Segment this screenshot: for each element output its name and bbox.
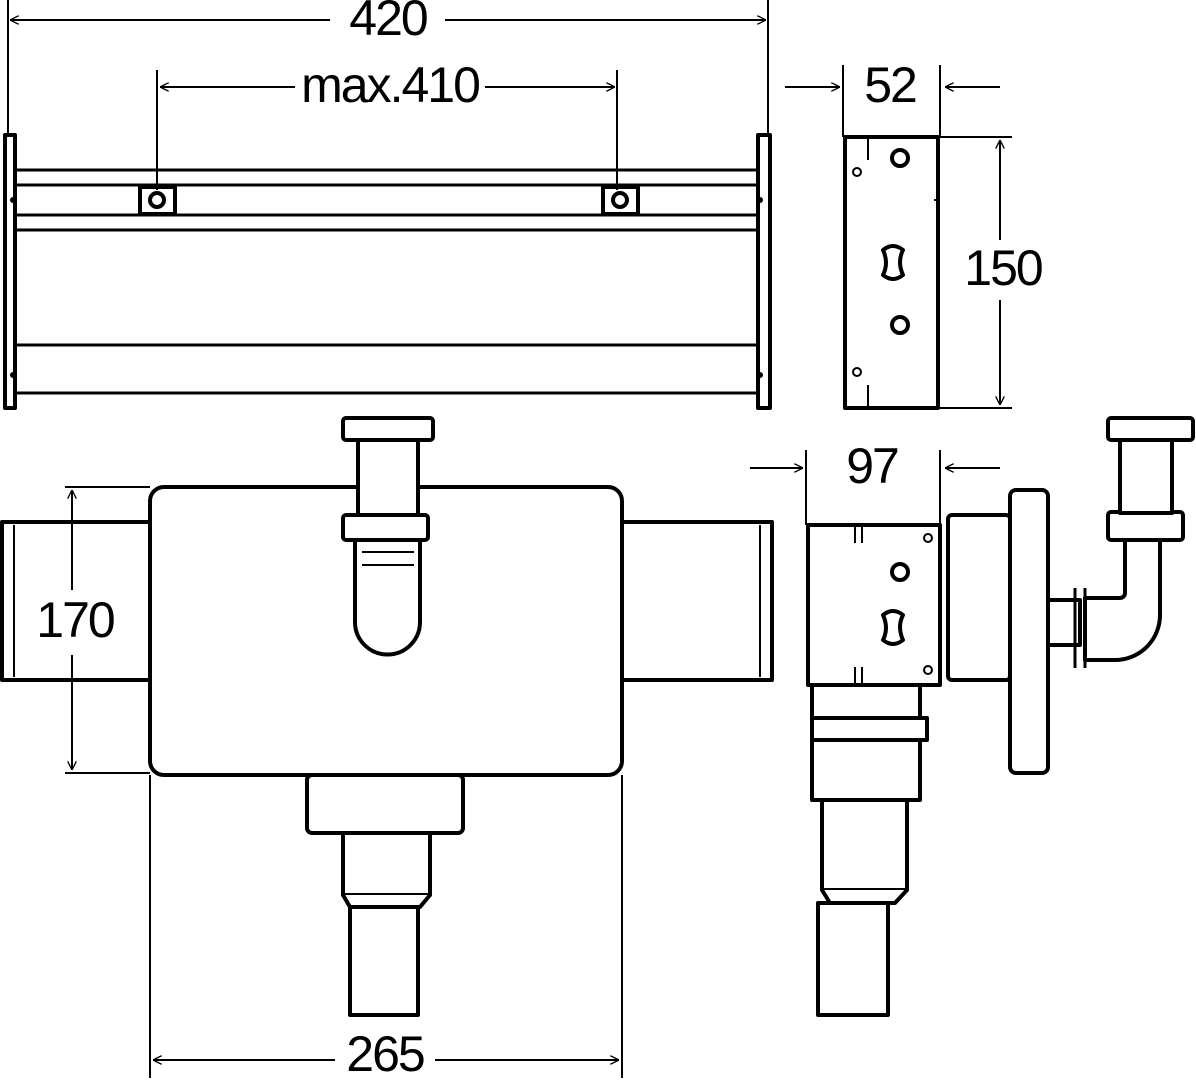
mounting-hole-icon [611,191,629,209]
dimension-label: 420 [349,0,427,46]
siphon-front-view [0,416,774,1017]
dimension-52: 52 [785,57,1000,137]
siphon-side-view [806,416,1195,1017]
bracket-side-view [843,135,940,410]
dimension-label: max.410 [301,57,479,113]
dimension-150: 150 [940,136,1044,409]
bracket-front-view [3,133,772,410]
mounting-hole-icon [148,191,166,209]
dimension-label: 52 [864,57,916,113]
dimension-170: 170 [36,486,150,774]
dimension-label: 170 [36,592,114,648]
dimension-max-410: max.410 [156,57,618,190]
dimension-label: 97 [846,438,898,494]
dimension-label: 265 [346,1026,424,1080]
dimension-420: 420 [7,0,769,135]
dimension-265: 265 [149,775,623,1080]
dimension-97: 97 [750,438,1000,525]
dimension-label: 150 [964,240,1042,296]
